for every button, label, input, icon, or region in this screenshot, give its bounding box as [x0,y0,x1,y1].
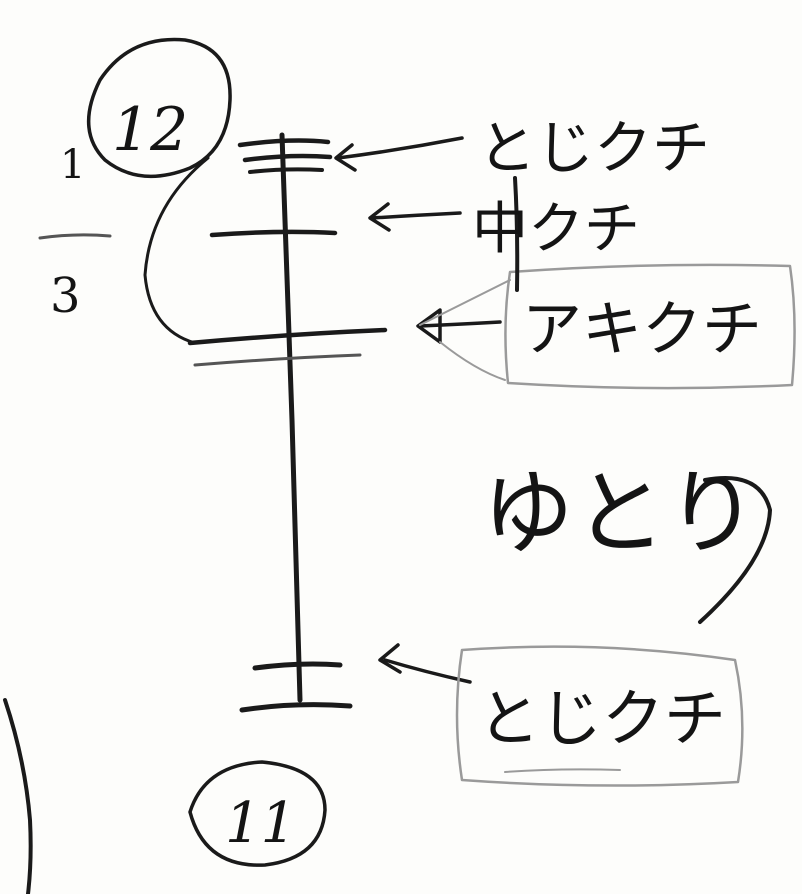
label-bottom: とじクチ [478,682,726,755]
bottom-mark-upper [252,661,343,671]
arrow-top-third [416,308,502,344]
label-top-first: とじクチ [478,114,710,182]
swoosh-line [698,476,772,624]
fraction-denominator: 3 [50,268,81,324]
fraction-numerator: 1 [60,142,85,188]
top-stitch-cluster [237,138,333,174]
number-twelve-marker: 12 [87,37,232,179]
left-edge-stroke [3,698,33,894]
label-middle: ゆとり [482,460,758,567]
arrow-bottom [378,643,472,684]
label-top-third: アキクチ [522,295,762,365]
arrow-top-second [368,202,462,232]
circle-mark [87,37,232,179]
label-box-top [504,263,796,390]
main-stem [279,132,303,703]
stitch-mark-3 [248,167,324,174]
pencil-guide-top [419,279,511,326]
stitch-mark-1 [237,138,331,148]
label-box-bottom [455,645,744,787]
third-mark-shadow [193,353,362,367]
third-mark [187,327,388,346]
number-twelve: 12 [112,95,188,165]
fraction-bar [38,233,112,240]
pencil-guide-top-lower [439,341,506,381]
fraction-one-third: 1 3 [38,142,112,324]
bottom-mark-lower [239,702,353,713]
number-eleven: 11 [225,791,296,856]
arrow-top-first [334,136,464,172]
label-top-second: 中クチ [472,197,640,262]
pencil-underline-bottom [504,768,621,773]
bracket-curve [143,156,210,345]
circle-mark [188,760,327,867]
number-eleven-marker: 11 [188,760,327,867]
stitch-mark-2 [242,153,333,163]
second-mark [209,229,338,238]
label-connector [513,176,520,292]
